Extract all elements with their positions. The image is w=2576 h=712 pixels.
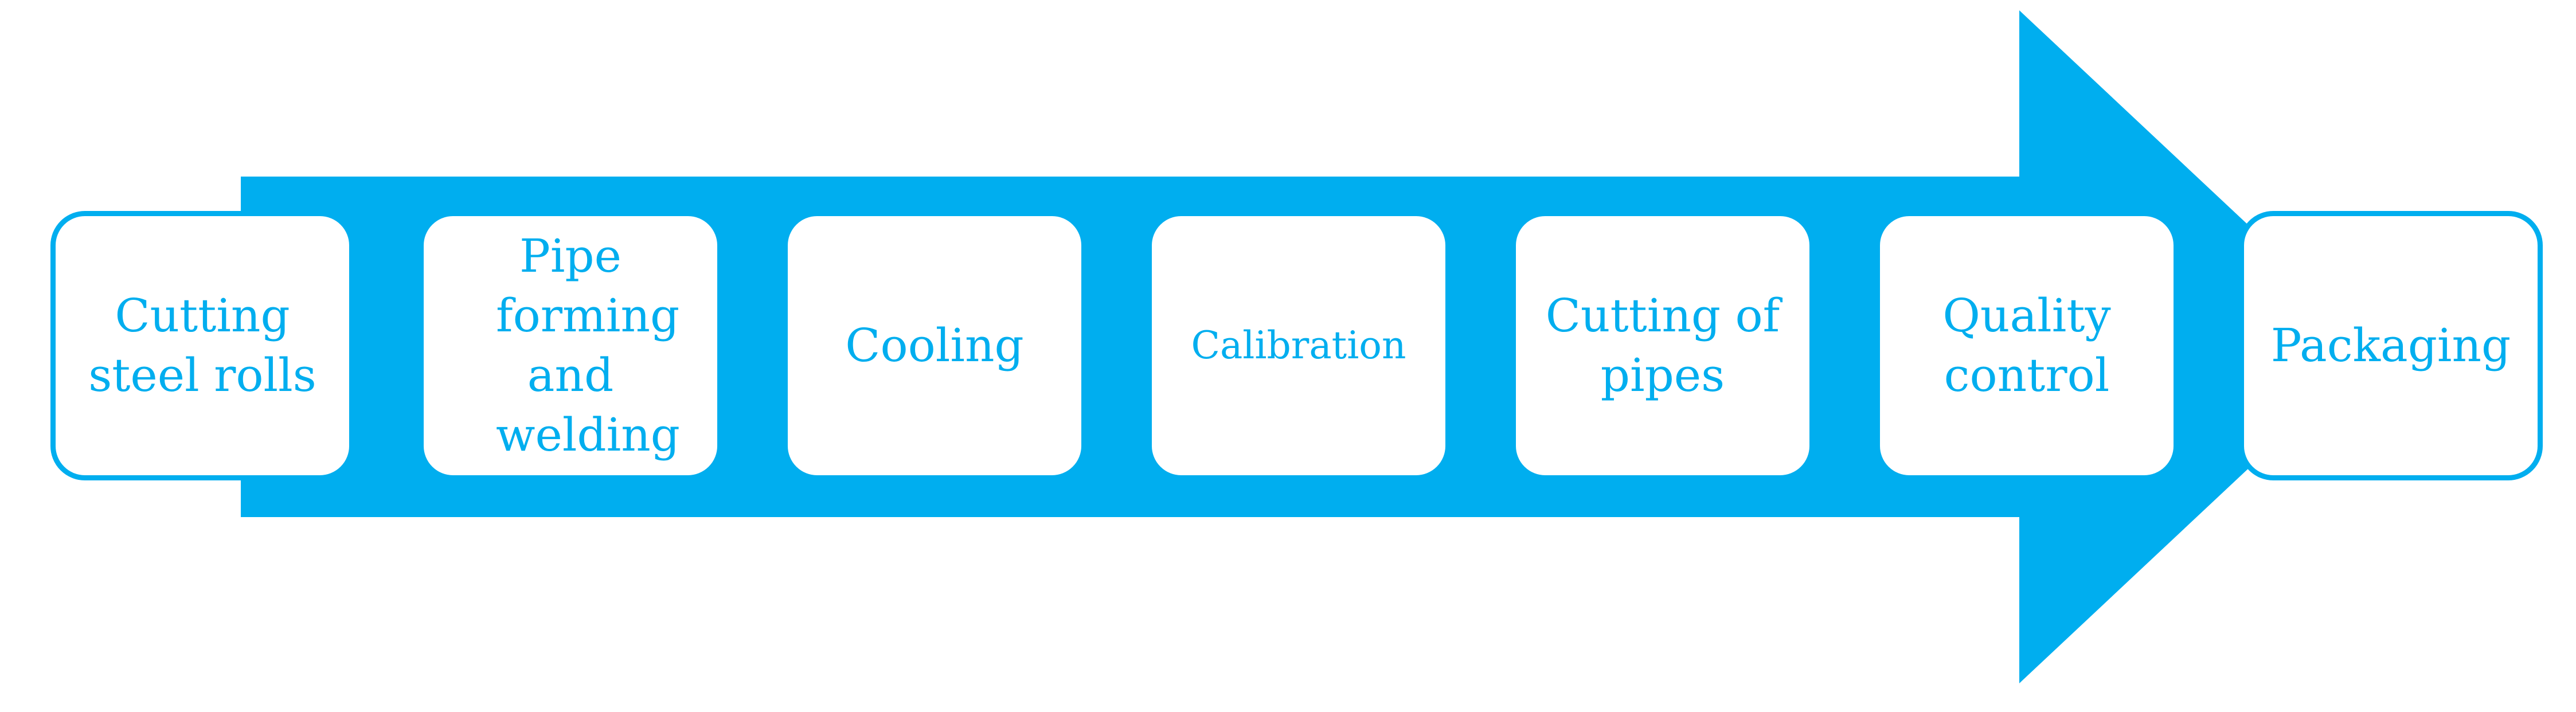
step-label: Cutting of pipes	[1545, 289, 1780, 402]
step-box-calibration: Calibration	[1147, 211, 1451, 480]
step-box-packaging: Packaging	[2239, 211, 2543, 480]
step-label: Cooling	[845, 319, 1024, 372]
step-box-cutting-steel-rolls: Cutting steel rolls	[50, 211, 354, 480]
step-box-cooling: Cooling	[783, 211, 1086, 480]
step-box-quality-control: Quality control	[1875, 211, 2179, 480]
step-label: Pipe forming and welding	[496, 229, 680, 461]
step-box-cutting-of-pipes: Cutting of pipes	[1511, 211, 1815, 480]
step-label: Packaging	[2270, 319, 2511, 372]
step-label: Quality control	[1942, 289, 2111, 402]
step-box-pipe-forming-and-welding: Pipe forming and welding	[419, 211, 722, 480]
step-label: Cutting steel rolls	[88, 289, 316, 402]
step-label: Calibration	[1191, 323, 1406, 367]
